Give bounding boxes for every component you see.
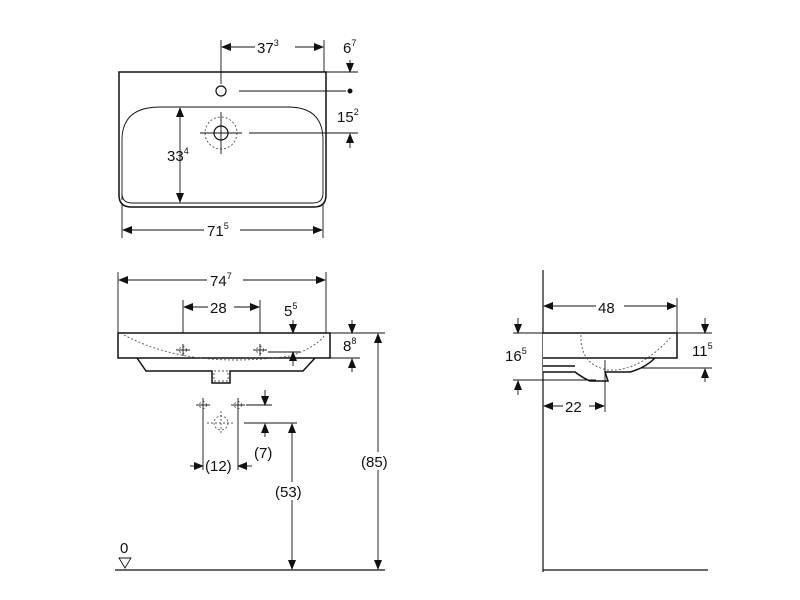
dim-6: 67: [343, 38, 356, 57]
dim-15: 152: [337, 107, 359, 126]
dim-5: 55: [284, 301, 297, 320]
floor-level-label: 0: [120, 540, 128, 557]
top-view: 373 67 152 334 715: [118, 37, 359, 240]
dim-53: (53): [275, 484, 302, 501]
dim-85: (85): [361, 454, 388, 471]
floor-level-icon: [118, 557, 132, 569]
dim-16: 165: [505, 346, 527, 365]
dim-48: 48: [598, 300, 615, 317]
tap-hole-icon: [215, 85, 227, 97]
dim-37: 373: [257, 38, 279, 57]
tap-crosshair-icon: [176, 344, 267, 356]
dim-71: 715: [207, 221, 229, 240]
dim-7: (7): [254, 445, 272, 462]
dim-33: 334: [167, 146, 189, 165]
supply-crosshair-icon: [196, 398, 245, 470]
waste-outlet-icon: [207, 411, 235, 435]
dim-8: 88: [343, 336, 356, 355]
dim-28: 28: [210, 300, 227, 317]
dim-11: 115: [692, 341, 713, 360]
drain-icon: [200, 112, 242, 154]
bowl-outline-top: [121, 106, 324, 204]
front-view: 747 28 55 88: [115, 270, 397, 571]
dim-point: [347, 88, 353, 94]
basin-rim-front: [117, 332, 331, 359]
basin-side-profile: [543, 332, 678, 382]
side-view: 48 165 115 22: [505, 270, 713, 572]
dim-22: 22: [565, 399, 582, 416]
dim-12: (12): [205, 458, 232, 475]
basin-lower-body-front: [136, 357, 316, 384]
dim-74: 747: [210, 271, 232, 290]
